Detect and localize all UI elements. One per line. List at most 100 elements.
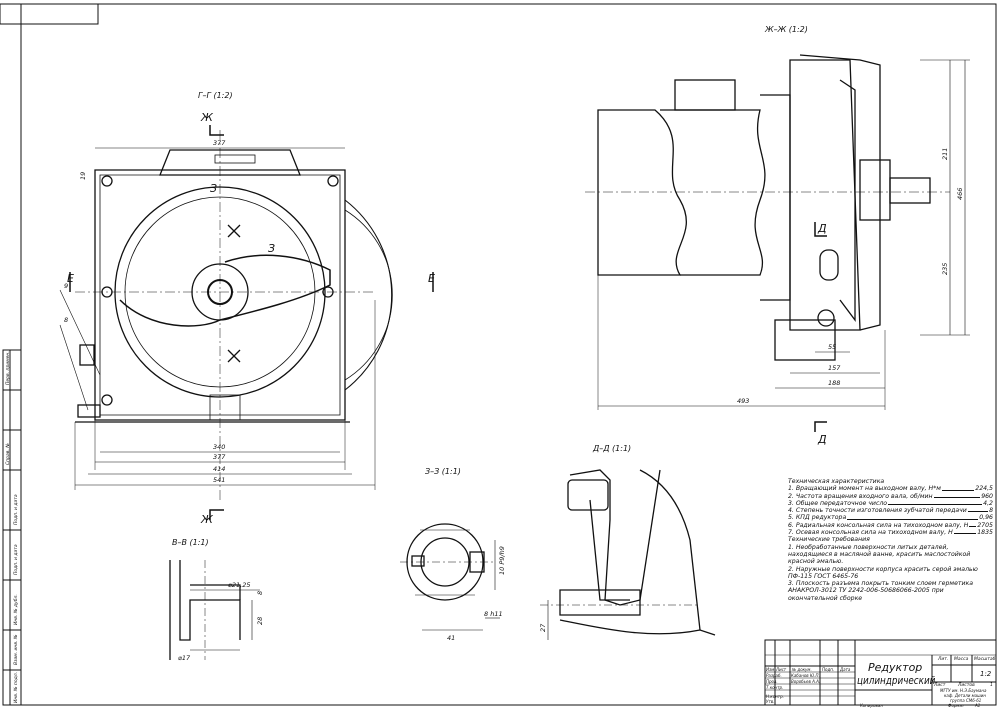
dim-55: 55	[828, 343, 836, 351]
technical-notes: Техническая характеристика 1. Вращающий …	[788, 478, 993, 602]
stamp-vzam-inv: Взам. инв. №	[13, 634, 19, 665]
stamp-perv-primen: Перв. примен.	[5, 351, 11, 385]
dim-19: 19	[79, 172, 87, 180]
tech-characteristic-label: 3. Общее передаточное число	[788, 499, 888, 507]
leader-line	[847, 514, 979, 520]
dim-d21-25: ⌀21,25	[228, 581, 251, 589]
tech-requirement-item: 2. Наружные поверхности корпуса красить …	[788, 565, 978, 580]
dim-157: 157	[828, 364, 841, 372]
stamp-podp-data-2: Подп. и дата	[13, 494, 19, 525]
tb-izm: Изм	[766, 667, 775, 672]
tech-characteristic-value: 1835	[977, 529, 993, 537]
leader-line	[941, 485, 975, 491]
tb-date: Дата	[840, 667, 851, 672]
tb-lit: Лит.	[938, 657, 949, 662]
tech-characteristic-item: 7. Осевая консольная сила на тихоходном …	[788, 529, 993, 536]
side-stamp-labels: Перв. примен. Справ. № Подп. и дата Инв.…	[5, 351, 19, 703]
section-mark-zh-bottom: Ж	[200, 513, 214, 526]
tb-list: Лист	[776, 667, 787, 672]
dim-466: 466	[956, 188, 964, 200]
dim-211: 211	[941, 148, 949, 160]
tb-format: Формат	[948, 703, 965, 708]
dim-340: 340	[213, 443, 225, 451]
tb-sheets: Листов	[958, 683, 975, 688]
tb-razrab-name: Кабанов Ю.П.	[791, 673, 820, 678]
dimension-labels: 377 19 9 8 340 377 414 541 211 466 235 5…	[64, 139, 964, 662]
tech-characteristic-value: 8	[989, 507, 993, 515]
view-g-g	[59, 125, 434, 520]
tb-format-value: А1	[975, 703, 981, 708]
drawing-name-line2: цилиндрический	[857, 674, 936, 687]
view-v-v	[169, 560, 260, 660]
tech-requirements-list: 1. Необработанные поверхности литых дета…	[788, 544, 993, 602]
leader-line	[888, 500, 983, 506]
stamp-inv-dubl: Инв. № дубл.	[13, 594, 19, 625]
tech-requirements-title: Технические требования	[788, 536, 870, 544]
leader-line	[933, 493, 981, 498]
view-label-g-g: Г–Г (1:2)	[198, 91, 233, 100]
dim-493: 493	[737, 397, 749, 405]
tech-characteristic-item: 6. Радиальная консольная сила на тихоход…	[788, 522, 993, 529]
tb-razrab: Разраб.	[766, 673, 782, 678]
view-label-zh-zh: Ж–Ж (1:2)	[764, 25, 808, 34]
tech-characteristic-value: 224,5	[975, 485, 993, 493]
view-label-v-v: В–В (1:1)	[172, 538, 209, 547]
stamp-podp-data-1: Подп. и дата	[13, 544, 19, 575]
tb-nkontr: Н.контр.	[766, 694, 784, 699]
tb-sheets-value: 1	[990, 683, 993, 688]
tech-characteristics-title: Техническая характеристика	[788, 478, 885, 485]
tb-prov-name: Воробьев А.А.	[791, 679, 821, 684]
tb-sheet: Лист	[934, 683, 946, 688]
tech-characteristic-value: 2705	[977, 521, 993, 529]
view-z-z	[400, 523, 500, 631]
section-mark-z-2: З	[268, 242, 275, 255]
tb-org-3: группа СМ6-61	[950, 698, 982, 703]
tb-doc: № докум.	[792, 667, 812, 672]
section-mark-d-top: Д	[817, 222, 827, 235]
stamp-inv-podl: Инв. № подл.	[13, 672, 19, 703]
tb-massa: Масса	[954, 657, 969, 662]
dim-9: 9	[64, 282, 68, 290]
leader-line	[969, 522, 977, 528]
dim-541: 541	[213, 476, 225, 484]
tech-requirement-item: 1. Необработанные поверхности литых дета…	[788, 543, 971, 566]
tech-characteristic-item: 3. Общее передаточное число 4,2	[788, 500, 993, 507]
tech-characteristic-label: 6. Радиальная консольная сила на тихоход…	[788, 521, 969, 529]
dim-v-8: 8	[256, 591, 264, 595]
tech-characteristic-label: 5. КПД редуктора	[788, 514, 847, 522]
view-zh-zh	[585, 54, 970, 432]
tech-characteristic-item: 2. Частота вращения входного вала, об/ми…	[788, 493, 993, 500]
dim-8: 8	[64, 316, 68, 324]
stamp-sprav-no: Справ. №	[5, 443, 11, 465]
section-mark-e-right: Е	[428, 272, 435, 285]
tb-scale-value: 1:2	[980, 670, 992, 678]
tb-copied: Копировал	[860, 703, 883, 708]
tech-characteristics-list: 1. Вращающий момент на выходном валу, Н*…	[788, 485, 993, 536]
view-label-z-z: З–З (1:1)	[425, 467, 461, 476]
tech-characteristic-item: 1. Вращающий момент на выходном валу, Н*…	[788, 485, 993, 492]
dim-v-28: 28	[256, 617, 264, 625]
dim-235: 235	[941, 263, 949, 275]
tb-org-1: МГТУ им. Н.Э.Баумана	[940, 688, 987, 693]
tech-requirement-item: 3. Плоскость разъема покрыть тонким слое…	[788, 580, 974, 602]
dim-414: 414	[213, 465, 225, 473]
tb-org-2: каф. Детали машин	[944, 693, 986, 698]
tech-characteristic-value: 960	[981, 492, 993, 500]
tech-characteristic-value: 4,2	[983, 499, 993, 507]
tb-tkontr: Т.контр.	[766, 685, 784, 690]
dim-10-p9-h9: 10 P9/h9	[498, 546, 506, 575]
drawing-name-line1: Редуктор	[868, 661, 923, 674]
tech-characteristic-label: 2. Частота вращения входного вала, об/ми…	[788, 492, 933, 500]
dim-377-top: 377	[213, 139, 226, 147]
tech-characteristic-label: 7. Осевая консольная сила на тихоходном …	[788, 529, 953, 537]
tb-sign: Подп.	[822, 667, 835, 672]
tech-characteristic-label: 1. Вращающий момент на выходном валу, Н*…	[788, 485, 941, 493]
side-stamps	[2, 349, 22, 706]
section-mark-e-left: Е	[67, 272, 74, 285]
section-mark-z-1: З	[210, 182, 217, 195]
tech-characteristic-item: 4. Степень точности изготовления зубчато…	[788, 507, 993, 514]
dim-8-h11: 8 h11	[484, 610, 503, 618]
